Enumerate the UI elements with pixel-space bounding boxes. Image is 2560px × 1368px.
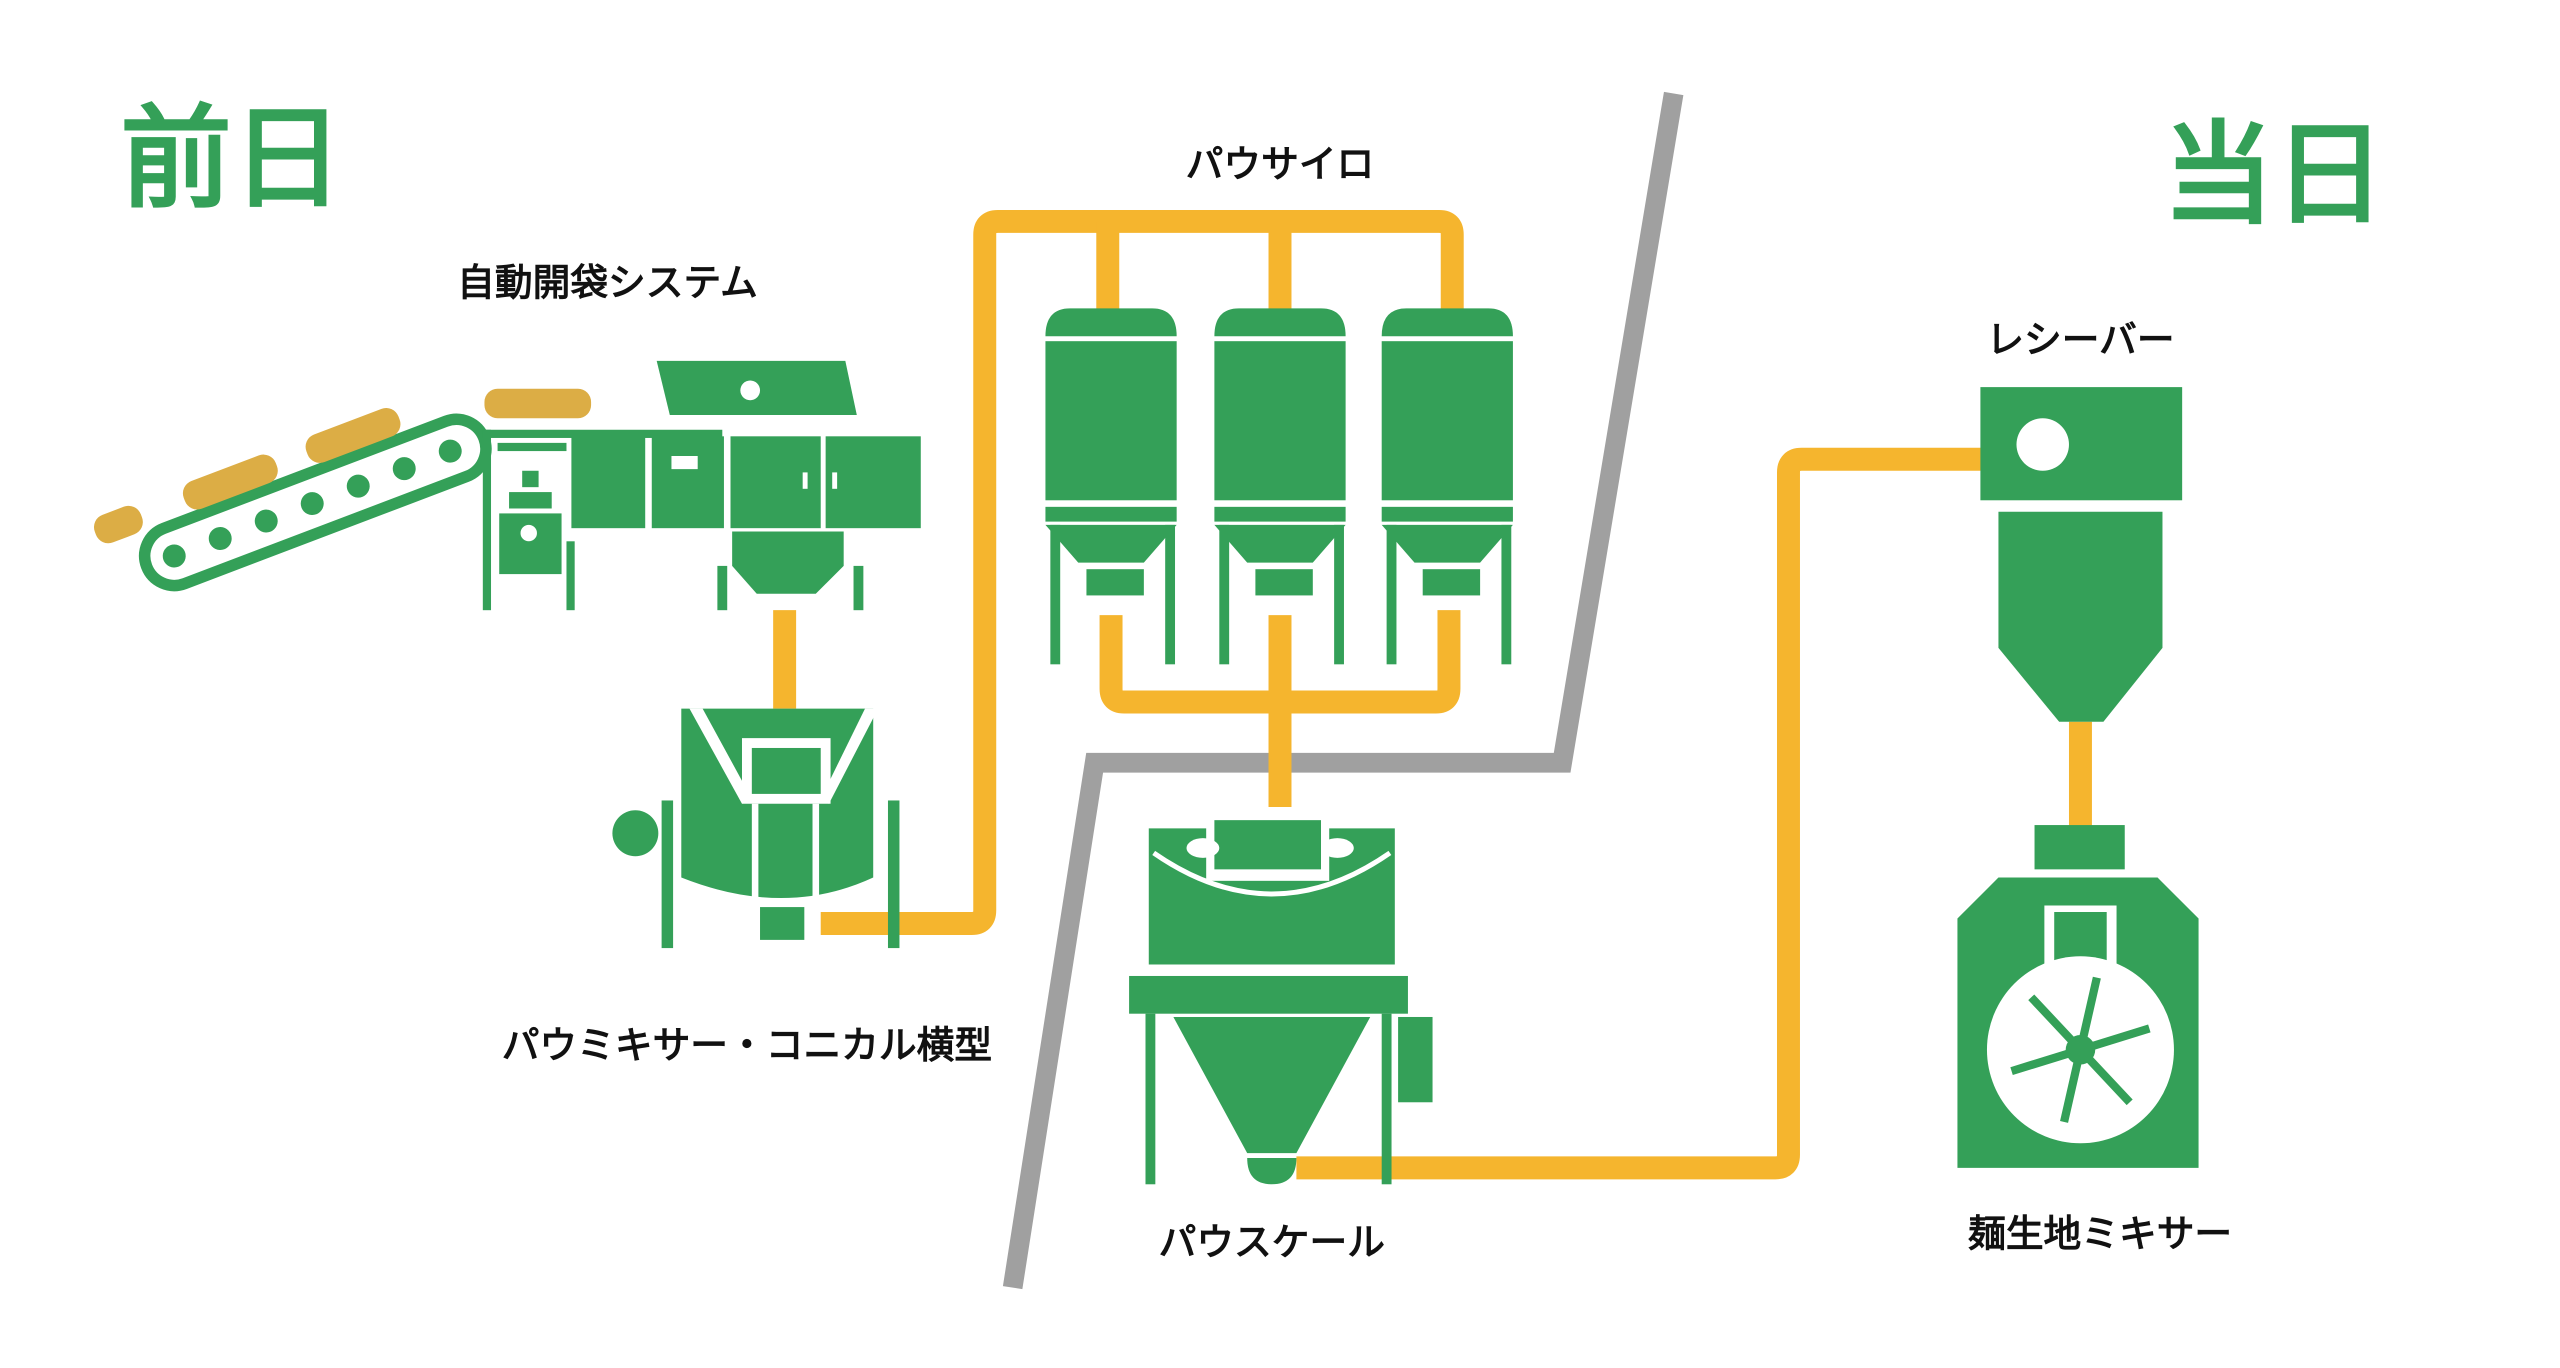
pipes	[773, 209, 2092, 1180]
receiver	[1980, 387, 2183, 722]
heading-same-day: 当日	[2162, 110, 2385, 240]
day-divider-line	[1002, 91, 1684, 1290]
paw-mixer	[612, 708, 900, 949]
bag-opener-machine	[482, 360, 921, 611]
label-noodle-mixer: 麺生地ミキサー	[1968, 1212, 2232, 1256]
noodle-dough-mixer	[1957, 825, 2199, 1168]
silo	[1381, 308, 1513, 665]
paw-scale	[1129, 820, 1433, 1185]
label-silo: パウサイロ	[1186, 142, 1375, 186]
conveyor	[93, 407, 492, 592]
flour-sacks	[93, 407, 401, 544]
label-scale: パウスケール	[1159, 1220, 1385, 1264]
label-bag-opener: 自動開袋システム	[457, 260, 758, 304]
label-receiver: レシーバー	[1986, 318, 2174, 362]
silo	[1214, 308, 1346, 665]
heading-previous-day: 前日	[120, 94, 343, 224]
label-mixer-conical: パウミキサー・コニカル横型	[502, 1023, 992, 1067]
silo	[1045, 308, 1177, 665]
flour-sack	[484, 388, 592, 419]
paw-silos	[1045, 308, 1513, 665]
